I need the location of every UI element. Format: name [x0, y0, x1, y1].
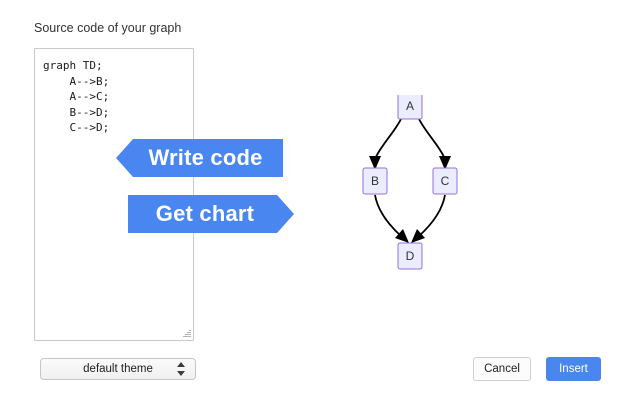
edge-a-to-c	[418, 118, 446, 160]
cancel-button-label: Cancel	[484, 363, 520, 375]
insert-button-label: Insert	[559, 363, 588, 375]
graph-node-d[interactable]	[397, 242, 423, 270]
source-code-text[interactable]: graph TD; A-->B; A-->C; B-->D; C-->D;	[43, 59, 110, 134]
write-code-banner: Write code	[116, 139, 283, 177]
get-chart-banner: Get chart	[128, 195, 294, 233]
edge-a-to-c-arrowhead	[439, 156, 451, 170]
source-code-label: Source code of your graph	[34, 21, 182, 35]
edge-b-to-d-arrowhead	[395, 229, 409, 243]
stepper-arrows-icon	[177, 362, 186, 376]
graph-node-b-label: B	[371, 174, 379, 188]
graph-node-a-label: A	[406, 99, 414, 113]
graph-node-b[interactable]	[362, 167, 388, 195]
graph-preview: A B C D	[350, 95, 470, 275]
textarea-resize-handle[interactable]	[181, 328, 192, 339]
cancel-button[interactable]: Cancel	[473, 357, 531, 381]
source-code-textarea[interactable]: graph TD; A-->B; A-->C; B-->D; C-->D;	[34, 48, 194, 341]
insert-button[interactable]: Insert	[546, 357, 601, 381]
edge-c-to-d	[418, 194, 446, 237]
edge-a-to-b-arrowhead	[369, 156, 381, 170]
graph-node-c-label: C	[441, 174, 450, 188]
graph-node-c[interactable]	[432, 167, 458, 195]
edge-b-to-d	[374, 194, 402, 237]
edge-c-to-d-arrowhead	[411, 229, 425, 243]
write-code-banner-label: Write code	[148, 145, 263, 170]
graph-node-d-label: D	[406, 249, 415, 263]
edge-a-to-b	[374, 118, 402, 160]
theme-select-value: default theme	[83, 363, 153, 375]
theme-select[interactable]: default theme	[40, 358, 196, 380]
graph-node-a[interactable]	[397, 95, 423, 120]
flowchart-svg: A B C D	[362, 95, 458, 270]
get-chart-banner-label: Get chart	[155, 201, 255, 226]
